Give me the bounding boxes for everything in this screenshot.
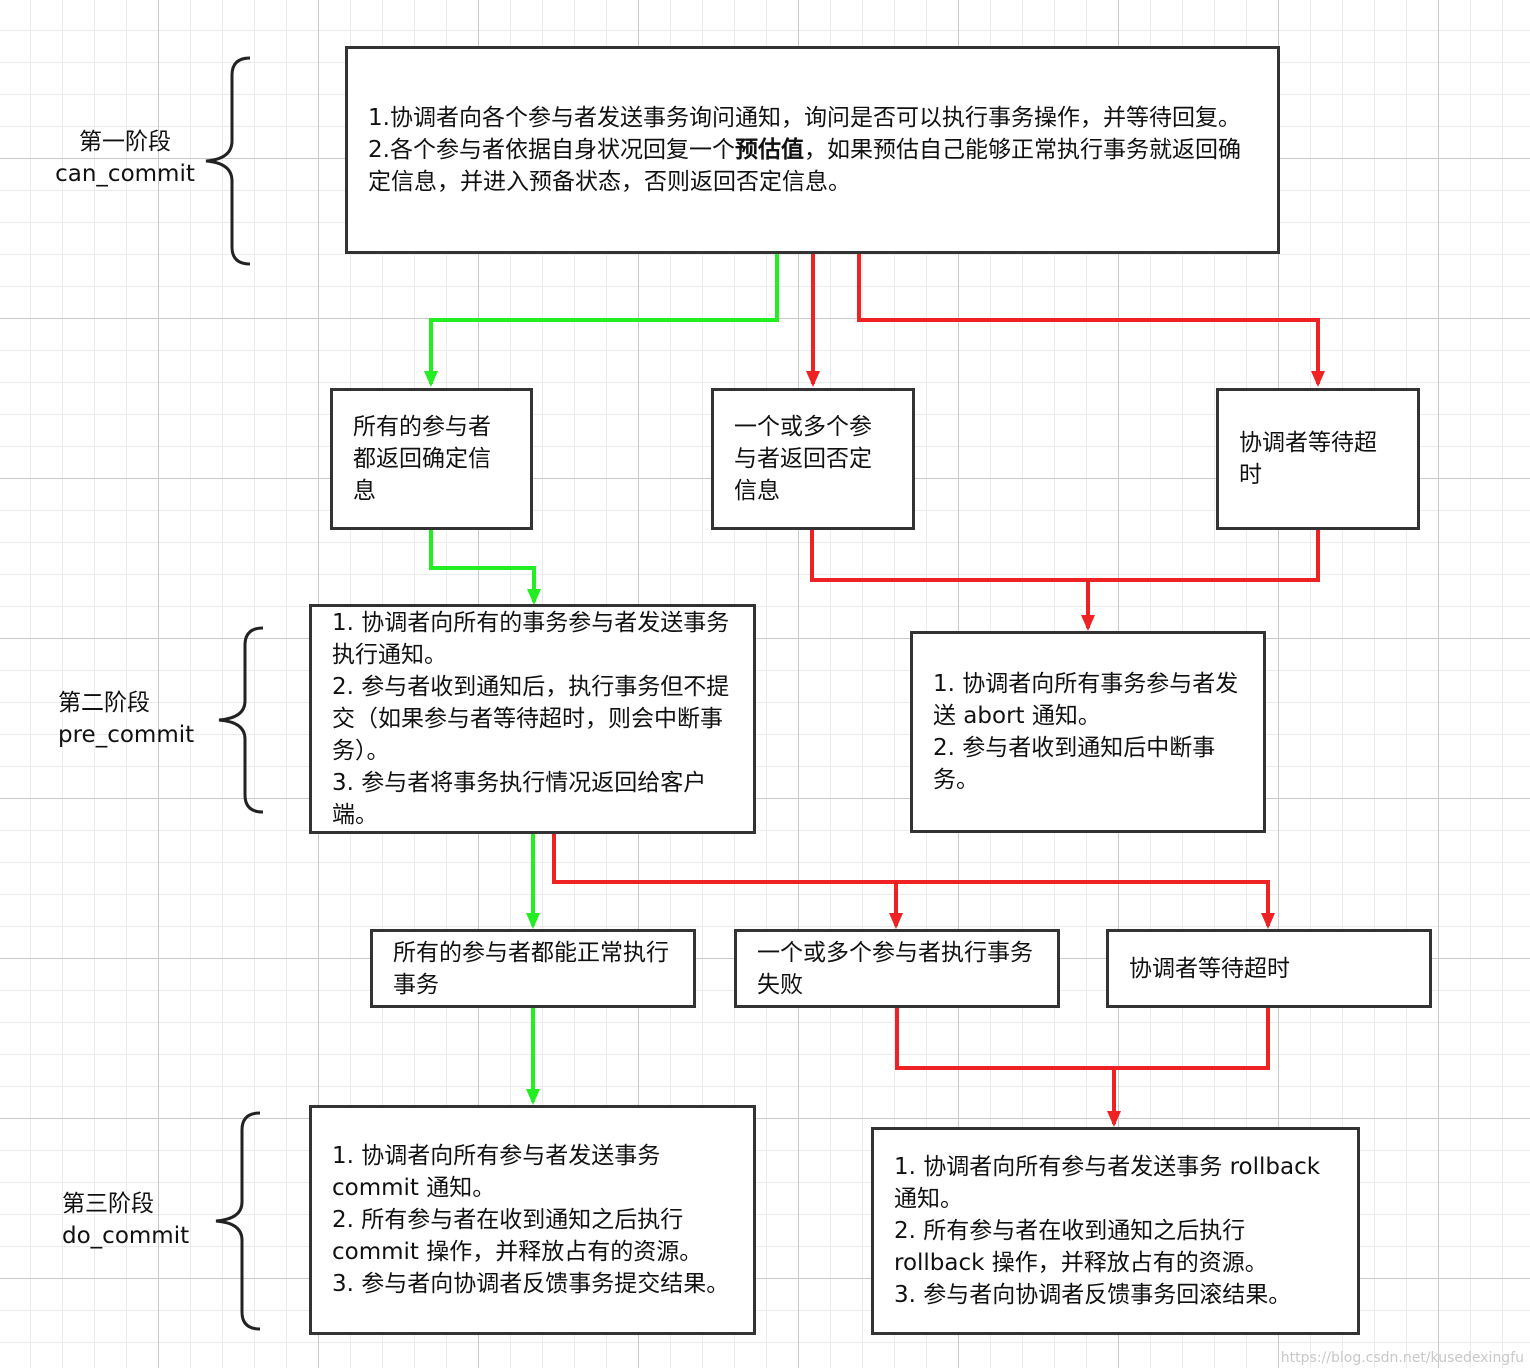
can-commit-text: 1.协调者向各个参与者发送事务询问通知，询问是否可以执行事务操作，并等待回复。 …	[368, 102, 1259, 198]
brace-phase-2	[218, 626, 264, 814]
phase-subtitle: do_commit	[62, 1223, 190, 1249]
some-fail-text: 一个或多个参与者执行事务失败	[757, 939, 1033, 998]
brace-phase-3	[215, 1111, 261, 1331]
timeout-box-2: 协调者等待超时	[1106, 929, 1432, 1008]
phase-title: 第二阶段	[58, 690, 150, 716]
phase-title: 第三阶段	[62, 1191, 154, 1217]
pre-commit-box: 1. 协调者向所有的事务参与者发送事务执行通知。 2. 参与者收到通知后，执行事…	[309, 604, 756, 834]
some-no-text: 一个或多个参与者返回否定信息	[734, 414, 872, 504]
rollback-box: 1. 协调者向所有参与者发送事务 rollback 通知。 2. 所有参与者在收…	[871, 1127, 1360, 1335]
do-commit-text: 1. 协调者向所有参与者发送事务 commit 通知。 2. 所有参与者在收到通…	[332, 1143, 730, 1297]
timeout-text-1: 协调者等待超时	[1239, 430, 1377, 488]
do-commit-box: 1. 协调者向所有参与者发送事务 commit 通知。 2. 所有参与者在收到通…	[309, 1105, 756, 1335]
timeout-box-1: 协调者等待超时	[1216, 388, 1420, 530]
can-commit-step-1: 1.协调者向各个参与者发送事务询问通知，询问是否可以执行事务操作，并等待回复。	[368, 105, 1241, 131]
phase-label-3: 第三阶段 do_commit	[62, 1188, 212, 1252]
some-no-box: 一个或多个参与者返回否定信息	[711, 388, 915, 530]
brace-phase-1	[205, 56, 251, 266]
estimate-value-emphasis: 预估值	[734, 137, 804, 163]
arrow-pre-commit-to-some-fail	[552, 833, 903, 929]
all-ok-text: 所有的参与者都能正常执行事务	[393, 939, 669, 998]
phase-subtitle: can_commit	[55, 161, 195, 187]
arrow-can-commit-to-all-yes	[424, 252, 779, 387]
can-commit-step-2-suffix: ，如果预估自己能够正常执行事务就返回确定信息，并进入预备状态，否则返回否定信息。	[368, 137, 1241, 195]
arrow-can-commit-to-timeout-1	[857, 252, 1325, 387]
can-commit-step-2-prefix: 2.各个参与者依据自身状况回复一个	[368, 137, 735, 163]
some-fail-box: 一个或多个参与者执行事务失败	[734, 929, 1060, 1008]
arrow-pre-commit-to-timeout-2	[896, 880, 1275, 929]
line-fail-merge	[895, 1007, 1270, 1070]
all-ok-box: 所有的参与者都能正常执行事务	[370, 929, 696, 1008]
watermark: https://blog.csdn.net/kusedexingfu	[1280, 1350, 1524, 1366]
phase-title: 第一阶段	[79, 129, 171, 155]
all-yes-box: 所有的参与者都返回确定信息	[330, 388, 533, 530]
abort-box: 1. 协调者向所有事务参与者发送 abort 通知。 2. 参与者收到通知后中断…	[910, 631, 1266, 833]
can-commit-box: 1.协调者向各个参与者发送事务询问通知，询问是否可以执行事务操作，并等待回复。 …	[345, 46, 1280, 254]
abort-text: 1. 协调者向所有事务参与者发送 abort 通知。 2. 参与者收到通知后中断…	[933, 671, 1239, 793]
phase-label-2: 第二阶段 pre_commit	[58, 687, 208, 751]
line-some-no-merge	[810, 530, 1320, 582]
timeout-text-2: 协调者等待超时	[1129, 955, 1290, 982]
pre-commit-text: 1. 协调者向所有的事务参与者发送事务执行通知。 2. 参与者收到通知后，执行事…	[332, 610, 730, 828]
rollback-text: 1. 协调者向所有参与者发送事务 rollback 通知。 2. 所有参与者在收…	[894, 1154, 1321, 1308]
arrow-all-yes-to-pre-commit	[429, 530, 541, 605]
phase-subtitle: pre_commit	[58, 722, 195, 748]
all-yes-text: 所有的参与者都返回确定信息	[353, 414, 491, 504]
phase-label-1: 第一阶段 can_commit	[50, 126, 200, 190]
